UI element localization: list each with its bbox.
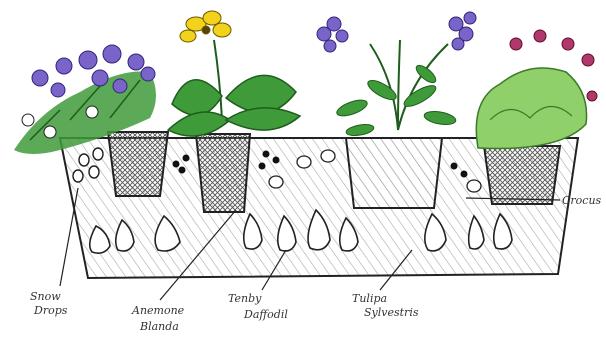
label-anemone-1: Anemone <box>131 304 185 317</box>
label-crocus: Crocus <box>562 194 602 207</box>
yellow-flower-plant <box>168 11 300 136</box>
label-tenby-1: Tenby <box>228 292 262 305</box>
label-anemone-2: Blanda <box>139 320 179 333</box>
label-tulipa-1: Tulipa <box>352 292 387 305</box>
pot-2 <box>196 134 250 212</box>
pot-3 <box>346 138 442 208</box>
label-snow-drops-2: Drops <box>33 304 68 317</box>
pot-4 <box>484 146 560 204</box>
lettuce-plant <box>476 30 597 149</box>
label-snow-drops-1: Snow <box>30 290 61 303</box>
label-tenby-2: Daffodil <box>243 308 288 321</box>
pot-1 <box>108 132 168 196</box>
salvia-plant <box>317 12 476 137</box>
label-tulipa-2: Sylvestris <box>364 306 419 319</box>
